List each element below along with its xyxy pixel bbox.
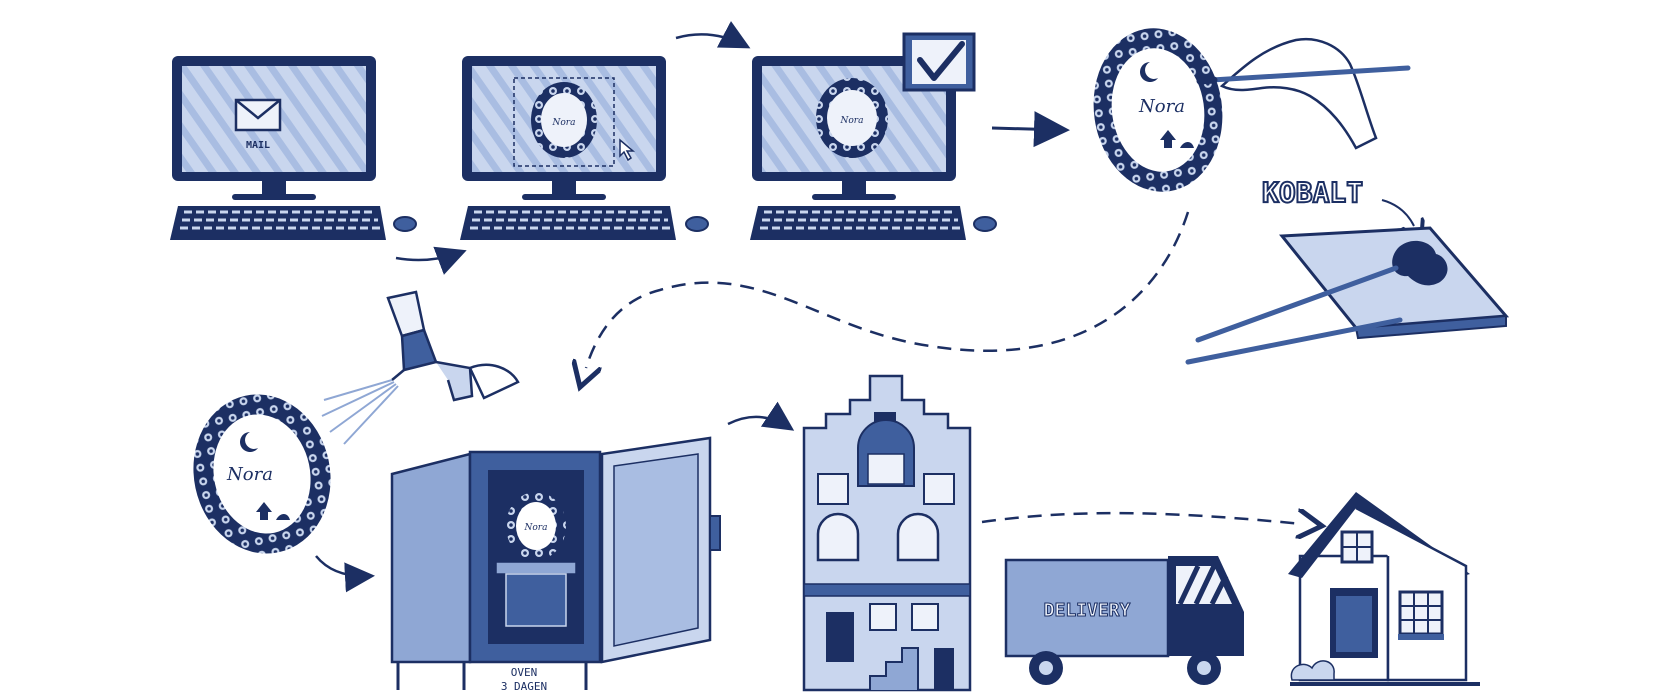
plate-name-small: Nora [552,118,576,128]
plate-name: Nora [1138,96,1185,117]
plate-glazed: Nora [193,394,331,554]
brush-2 [1185,317,1403,365]
painting-hand [1196,37,1411,150]
arrow-2 [675,21,751,49]
kobalt-label: KOBALT [1262,176,1363,209]
truck-icon: DELIVERY [1004,556,1244,685]
envelope-icon [234,98,282,132]
keyboard [460,206,676,240]
house-icon [1288,492,1480,686]
arrow-1 [395,246,467,275]
keyboard [170,206,386,240]
mail-label: MAIL [246,140,270,151]
mouse [685,216,709,232]
dashed-return-path [586,211,1190,368]
plate-name: Nora [226,464,273,485]
truck-cargo [1004,558,1170,658]
kiln-handle [709,515,721,551]
paint-tile [1278,226,1510,330]
brush-1 [1195,265,1399,343]
keyboard [750,206,966,240]
canal-house-shop [802,374,972,692]
oven-label-line1: OVEN [511,666,538,679]
kobalt-palette: KOBALT [1185,175,1510,365]
checkmark-icon [902,32,976,92]
plate-painting: Nora [1093,28,1223,192]
plate-name-small: Nora [524,523,548,533]
computer-mail: MAIL [170,56,417,240]
spray-gun-icon [386,290,520,402]
computer-design: Nora [460,56,709,240]
arrow-4 [315,555,375,593]
arrow-5 [727,401,795,431]
oven-label-line2: 3 DAGEN [501,680,547,693]
arrow-3 [991,111,1070,148]
moon-icon [1140,62,1158,83]
spray-mist [321,379,399,445]
paintbrush-icon [1209,65,1411,83]
cobalt-paint-blob [1392,240,1448,286]
dashed-delivery-path [981,513,1302,524]
mouse [973,216,997,232]
delivery-label: DELIVERY [1044,600,1131,621]
selection-frame [513,77,615,167]
plate-name-small: Nora [840,116,864,126]
computer-approved: Nora [750,32,997,240]
moon-icon [240,432,258,453]
cursor-icon [619,138,636,162]
kiln-oven: Nora OVEN 3 DAGEN [390,436,721,693]
mouse [393,216,417,232]
